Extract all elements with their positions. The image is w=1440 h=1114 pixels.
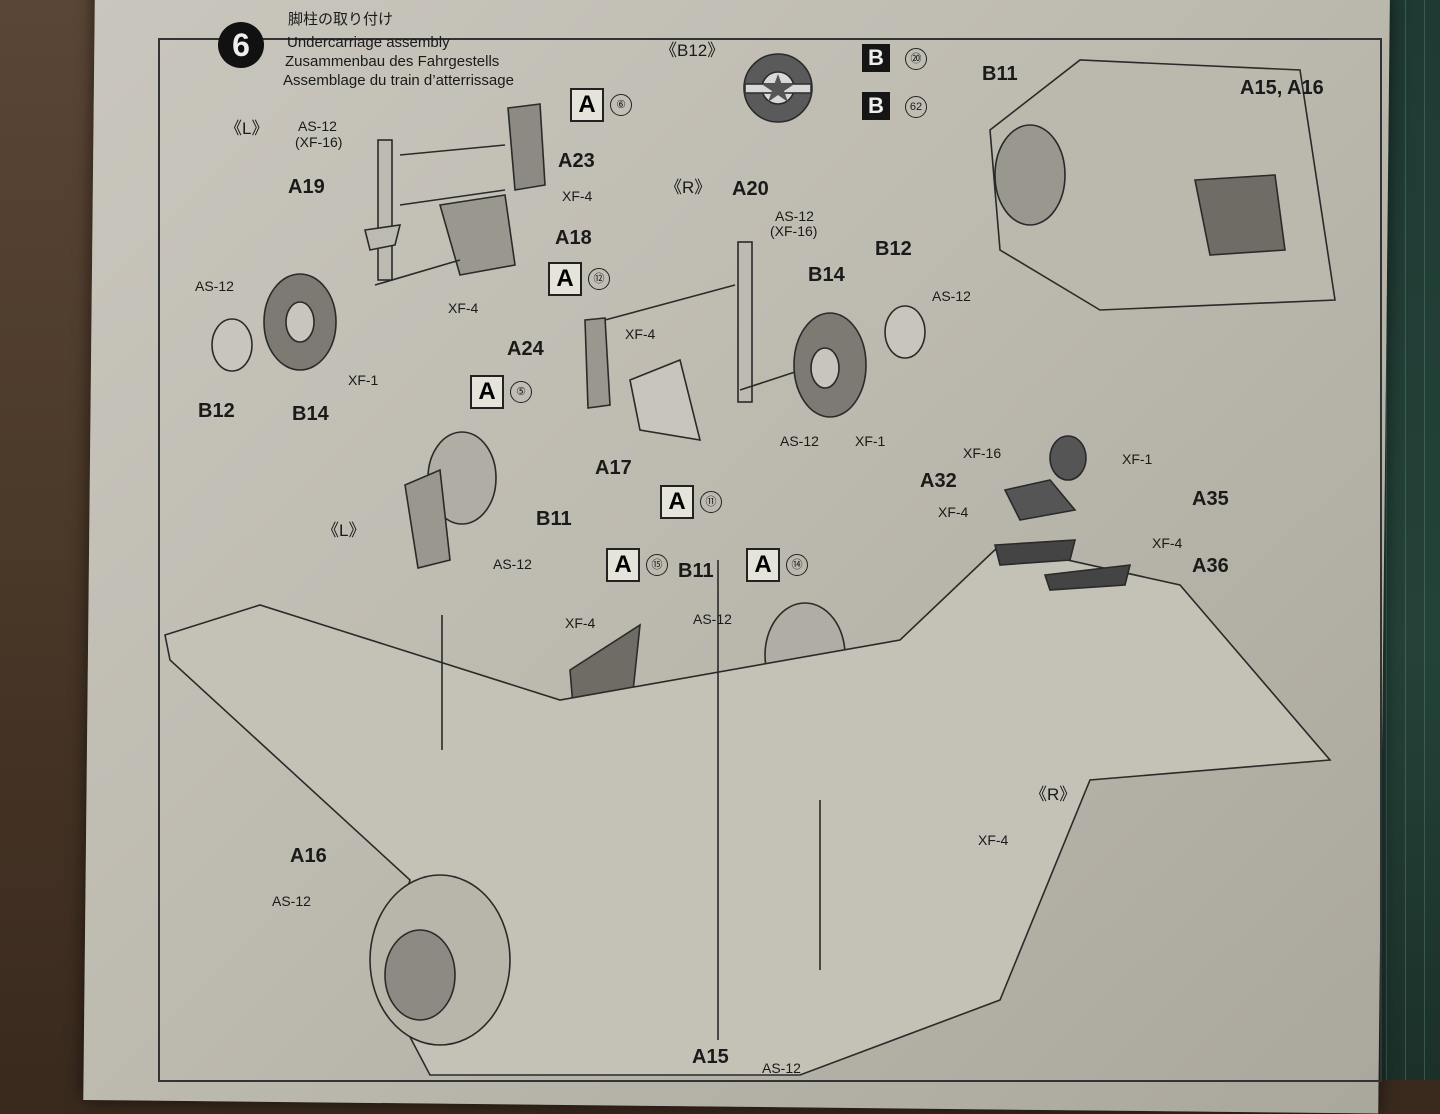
paint-xf4: XF-4 — [938, 504, 969, 520]
paint-as12: AS-12 — [932, 288, 971, 304]
paint-xf16: XF-16 — [963, 445, 1002, 461]
sprue-num-14: ⑭ — [786, 554, 808, 576]
marker-left-top: 《L》 — [225, 119, 269, 138]
step-title-de: Zusammenbau des Fahrgestells — [285, 53, 500, 70]
part-label-a36: A36 — [1192, 555, 1229, 577]
part-label-b12-left: B12 — [198, 400, 235, 422]
paint-as12: AS-12 — [298, 118, 337, 134]
paint-xf4: XF-4 — [565, 615, 596, 631]
paint-as12: AS-12 — [493, 556, 532, 572]
part-label-b11-right: B11 — [678, 560, 714, 582]
sprue-num-15: ⑮ — [646, 554, 668, 576]
decal-number-b: 62 — [905, 96, 927, 118]
part-label-b14-right: B14 — [808, 264, 845, 286]
part-label-b12-right: B12 — [875, 238, 912, 260]
part-label-a18: A18 — [555, 227, 592, 249]
step-title-jp: 脚柱の取り付け — [288, 11, 394, 28]
paint-xf4: XF-4 — [1152, 535, 1183, 551]
decal-number-a: ⑳ — [905, 48, 927, 70]
sprue-num-5: ⑤ — [510, 381, 532, 403]
part-label-a19: A19 — [288, 176, 325, 198]
decal-sheet-badge-2: B — [862, 92, 890, 120]
sprue-box-a12: A — [548, 262, 582, 296]
part-label-a15: A15 — [692, 1046, 729, 1068]
part-label-a17: A17 — [595, 457, 632, 479]
paint-as12: AS-12 — [775, 208, 814, 224]
paint-as12: AS-12 — [272, 893, 311, 909]
part-label-b11-left: B11 — [536, 508, 572, 530]
paint-as12: AS-12 — [693, 611, 732, 627]
paint-xf1: XF-1 — [1122, 451, 1153, 467]
paint-xf16-paren: (XF-16) — [770, 223, 818, 239]
paint-as12: AS-12 — [762, 1060, 801, 1076]
marker-right-top: 《R》 — [665, 178, 712, 197]
sprue-num-6: ⑥ — [610, 94, 632, 116]
part-label-a23: A23 — [558, 150, 595, 172]
step-title-en: Undercarriage assembly — [287, 34, 450, 51]
sprue-num-11: ⑪ — [700, 491, 722, 513]
part-label-a20: A20 — [732, 178, 769, 200]
marker-b12: 《B12》 — [660, 41, 725, 60]
paint-xf4: XF-4 — [625, 326, 656, 342]
assembly-illustration — [164, 53, 1336, 1076]
part-label-b14-left: B14 — [292, 403, 329, 425]
paint-xf1: XF-1 — [855, 433, 886, 449]
decal-sheet-badge: B — [862, 44, 890, 72]
part-label-a24: A24 — [507, 338, 544, 360]
sprue-num-12: ⑫ — [588, 268, 610, 290]
part-label-a16: A16 — [290, 845, 327, 867]
sprue-box-a14: A — [746, 548, 780, 582]
paint-xf4: XF-4 — [978, 832, 1009, 848]
part-label-a15-a16: A15, A16 — [1240, 77, 1324, 99]
sprue-box-a15: A — [606, 548, 640, 582]
paint-xf16-paren: (XF-16) — [295, 134, 343, 150]
marker-right-lower: 《R》 — [1030, 785, 1077, 804]
sprue-box-a5: A — [470, 375, 504, 409]
paint-xf4: XF-4 — [448, 300, 479, 316]
marker-left-lower: 《L》 — [322, 521, 366, 540]
paint-as12: AS-12 — [780, 433, 819, 449]
sprue-box-a11: A — [660, 485, 694, 519]
part-label-a32: A32 — [920, 470, 957, 492]
part-label-a35: A35 — [1192, 488, 1229, 510]
step-number-badge: 6 — [218, 22, 264, 68]
paint-as12: AS-12 — [195, 278, 234, 294]
part-label-b11-inset: B11 — [982, 63, 1018, 85]
step-title-fr: Assemblage du train d’atterrissage — [283, 72, 514, 89]
paint-xf1: XF-1 — [348, 372, 379, 388]
sprue-box-a6: A — [570, 88, 604, 122]
paint-xf4: XF-4 — [562, 188, 593, 204]
